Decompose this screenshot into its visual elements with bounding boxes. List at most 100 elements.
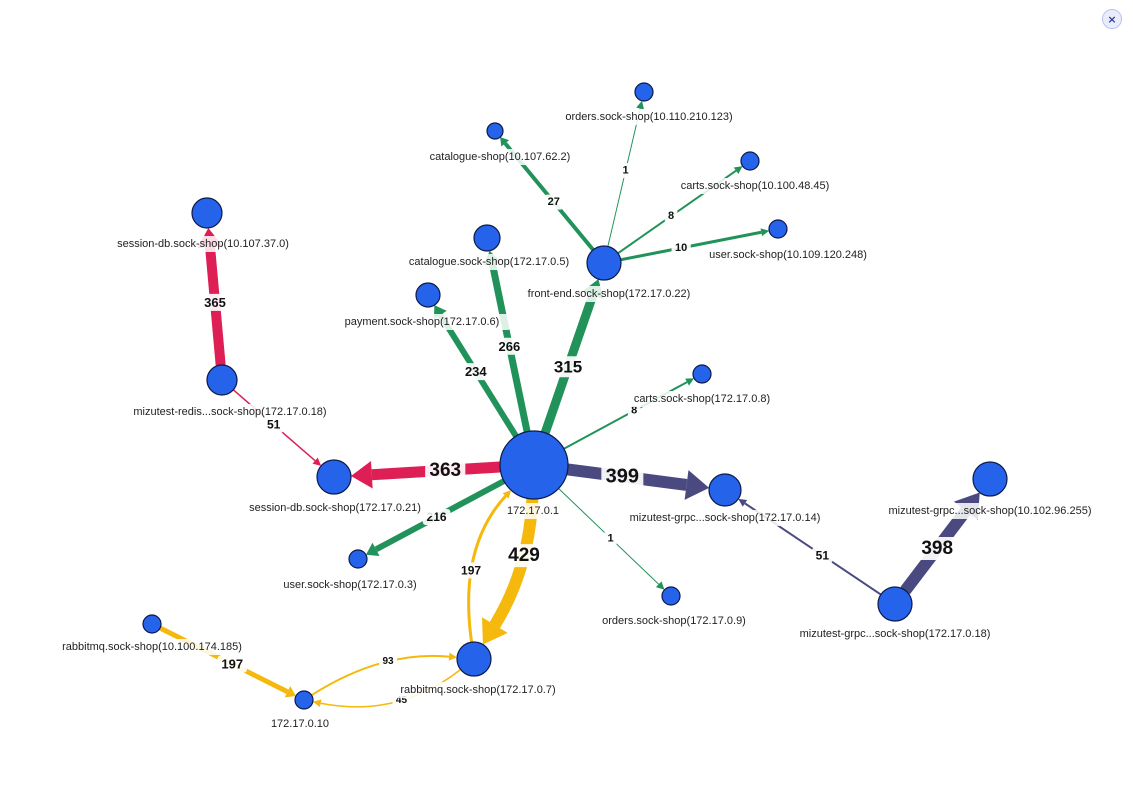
- node-label: session-db.sock-shop(10.107.37.0): [102, 236, 304, 252]
- edge-hub-to-carts_pod[interactable]: [563, 378, 695, 450]
- node-circle[interactable]: [634, 82, 654, 102]
- arrow-head-icon: [500, 137, 510, 147]
- node-user-pod[interactable]: [348, 549, 368, 569]
- node-label: user.sock-shop(172.17.0.3): [270, 577, 430, 593]
- node-label-text: orders.sock-shop(10.110.210.123): [565, 111, 732, 123]
- node-label: catalogue-shop(10.107.62.2): [417, 149, 583, 165]
- node-rabbit-pod[interactable]: [456, 641, 492, 677]
- node-label-bg: [417, 149, 583, 165]
- node-label-bg: [270, 577, 430, 593]
- node-frontend[interactable]: [586, 245, 622, 281]
- node-sessiondb-pod[interactable]: [316, 459, 352, 495]
- node-label-bg: [48, 639, 256, 655]
- node-circle[interactable]: [206, 364, 238, 396]
- node-label-bg: [511, 286, 707, 302]
- edge-frontend-to-user_svc[interactable]: [620, 228, 770, 262]
- node-label-bg: [619, 391, 785, 407]
- edge-count-label: 1: [619, 163, 632, 179]
- node-circle[interactable]: [740, 151, 760, 171]
- edge-line[interactable]: [563, 381, 688, 450]
- node-circle[interactable]: [294, 690, 314, 710]
- edge-count-text: 10: [675, 242, 687, 254]
- node-label-bg: [869, 503, 1111, 519]
- arrow-head-icon: [760, 228, 770, 237]
- close-button[interactable]: ×: [1102, 9, 1122, 29]
- edge-count-label: 197: [217, 655, 247, 673]
- node-label-bg: [588, 613, 760, 629]
- node-label: mizutest-grpc...sock-shop(172.17.0.14): [609, 510, 841, 526]
- node-grpc18[interactable]: [877, 586, 913, 622]
- node-label-text: orders.sock-shop(172.17.0.9): [602, 615, 746, 627]
- node-grpc-svc[interactable]: [972, 461, 1008, 497]
- edge-count-text: 399: [606, 466, 639, 488]
- node-circle[interactable]: [586, 245, 622, 281]
- node-hub[interactable]: [499, 430, 569, 500]
- node-label-text: 172.17.0.10: [271, 718, 329, 730]
- node-rabbit-svc[interactable]: [142, 614, 162, 634]
- node-catalogue-svc[interactable]: [486, 122, 504, 140]
- node-ip10[interactable]: [294, 690, 314, 710]
- node-catalogue-pod[interactable]: [473, 224, 501, 252]
- node-circle[interactable]: [708, 473, 742, 507]
- edge-count-label: 51: [263, 416, 284, 433]
- node-payment[interactable]: [415, 282, 441, 308]
- node-grpc14[interactable]: [708, 473, 742, 507]
- arrow-head-icon: [655, 581, 665, 590]
- arrow-head-icon: [684, 470, 710, 500]
- node-circle[interactable]: [456, 641, 492, 677]
- node-circle[interactable]: [348, 549, 368, 569]
- node-circle[interactable]: [768, 219, 788, 239]
- node-orders-svc[interactable]: [634, 82, 654, 102]
- node-label-text: front-end.sock-shop(172.17.0.22): [528, 288, 691, 300]
- node-label-bg: [264, 716, 336, 732]
- node-label-text: session-db.sock-shop(10.107.37.0): [117, 238, 289, 250]
- close-icon: ×: [1107, 12, 1117, 26]
- edge-count-label: 51: [812, 547, 833, 564]
- node-circle[interactable]: [499, 430, 569, 500]
- arrow-head-icon: [738, 498, 748, 507]
- edge-count-text: 266: [499, 339, 521, 354]
- node-circle[interactable]: [415, 282, 441, 308]
- edge-count-bg: [604, 530, 617, 546]
- node-sessiondb-svc[interactable]: [191, 197, 223, 229]
- node-circle[interactable]: [191, 197, 223, 229]
- edge-count-bg: [263, 416, 284, 433]
- node-circle[interactable]: [661, 586, 681, 606]
- node-circle[interactable]: [316, 459, 352, 495]
- edges-layer: [158, 100, 980, 708]
- node-label: rabbitmq.sock-shop(172.17.0.7): [386, 682, 570, 698]
- node-redis[interactable]: [206, 364, 238, 396]
- node-label: payment.sock-shop(172.17.0.6): [333, 314, 511, 330]
- edge-hub-to-frontend[interactable]: [540, 279, 604, 435]
- edge-count-text: 8: [668, 210, 674, 222]
- edge-line[interactable]: [620, 230, 762, 262]
- edge-count-label: 363: [425, 458, 466, 482]
- node-label: user.sock-shop(10.109.120.248): [696, 247, 880, 263]
- node-circle[interactable]: [692, 364, 712, 384]
- edge-rabbit_pod-to-hub[interactable]: [467, 490, 512, 643]
- node-carts-pod[interactable]: [692, 364, 712, 384]
- node-circle[interactable]: [486, 122, 504, 140]
- node-label: catalogue.sock-shop(172.17.0.5): [394, 254, 584, 270]
- edge-count-text: 363: [429, 460, 461, 481]
- node-carts-svc[interactable]: [740, 151, 760, 171]
- node-label: orders.sock-shop(10.110.210.123): [551, 109, 747, 125]
- edge-count-text: 45: [396, 695, 408, 706]
- edge-line[interactable]: [467, 494, 507, 643]
- node-circle[interactable]: [473, 224, 501, 252]
- edge-count-label: 1: [604, 530, 617, 546]
- node-orders-pod[interactable]: [661, 586, 681, 606]
- edge-count-text: 1: [608, 532, 614, 544]
- node-user-svc[interactable]: [768, 219, 788, 239]
- node-circle[interactable]: [877, 586, 913, 622]
- node-circle[interactable]: [972, 461, 1008, 497]
- node-circle[interactable]: [142, 614, 162, 634]
- edge-hub-to-rabbit_pod[interactable]: [482, 498, 539, 645]
- edge-count-label: 399: [601, 464, 644, 489]
- edge-count-text: 51: [267, 418, 281, 432]
- arrow-head-icon: [312, 457, 322, 466]
- edge-count-text: 365: [204, 295, 226, 310]
- node-label: session-db.sock-shop(172.17.0.21): [234, 500, 436, 516]
- edge-count-bg: [379, 654, 398, 669]
